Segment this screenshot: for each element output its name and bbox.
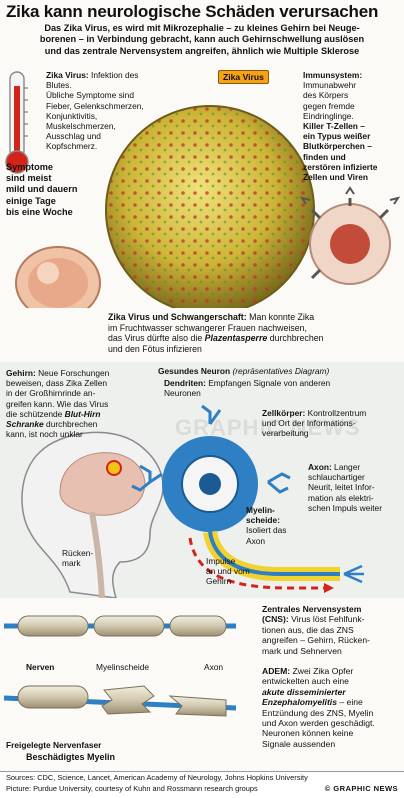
pregnancy-text: Zika Virus und Schwangerschaft: Man konn… [108,312,324,354]
exposed-fiber-label: Freigelegte Nervenfaser [6,740,102,750]
top-illustration [5,71,401,308]
myelin-sheath-label: Myelinscheide [96,662,150,672]
neuron-icon [131,404,364,593]
killer-t-cell-icon [299,186,401,285]
immune-system-text: Immunsystem: Immunabwehr des Körpers geg… [303,70,378,183]
fetus-icon [15,246,101,308]
cns-text: Zentrales Nervensystem (CNS): Virus löst… [262,604,370,656]
intro-line: Das Zika Virus, es wird mit Mikrozephali… [44,23,360,33]
neuron-illustration [21,404,364,598]
symptoms-text: Symptome sind meist mild und dauern eini… [6,162,78,217]
intro-text: Das Zika Virus, es wird mit Mikrozephali… [6,23,398,57]
intro-line: borenen – in Verbindung gebracht, kann a… [39,34,365,45]
spinal-cord-label: Rücken- mark [62,548,94,568]
axon-label: Axon [204,662,224,672]
zika-virus-icon [105,105,315,308]
nerve-fiber-icon [4,615,236,637]
thermometer-icon [5,71,29,174]
watermark: GRAPHIC NEWS [175,415,361,440]
footer [0,771,404,798]
adem-text: ADEM: Zwei Zika Opfer entwickelten auch … [262,666,375,749]
nerve-illustration [3,615,237,717]
picture-credit: Picture: Purdue University, courtesy of … [6,784,258,793]
myelin-sheath-text: Myelin- scheide: Isoliert das Axon [246,505,287,546]
brain-text: Gehirn: Neue Forschungen beweisen, dass … [6,368,110,440]
dendrites-text: Dendriten: Empfangen Signale von anderen… [164,378,331,399]
cell-body-text: Zellkörper: Kontrollzentrum und Ort der … [262,408,367,439]
head-profile-icon [21,431,164,598]
graphic-news-logo: © GRAPHIC NEWS [324,784,398,793]
page-title: Zika kann neurologische Schäden verursac… [6,2,379,21]
intro-line: und das zentrale Nervensystem angreifen,… [44,45,360,56]
damaged-myelin-label: Beschädigtes Myelin [26,752,116,762]
axon-text: Axon: Langer schlauchartiger Neurit, lei… [308,462,383,513]
neuron-heading: Gesundes Neuron (repräsentatives Diagram… [158,366,330,376]
damaged-myelin-icon [3,685,237,717]
impulse-text: Impulse an und vom Gehirn [206,556,250,587]
nerves-label: Nerven [26,662,55,672]
virus-description: Zika Virus: Infektion des Blutes. Üblich… [46,70,144,152]
zika-virus-badge: Zika Virus [218,70,269,84]
sources-text: Sources: CDC, Science, Lancet, American … [6,773,308,782]
